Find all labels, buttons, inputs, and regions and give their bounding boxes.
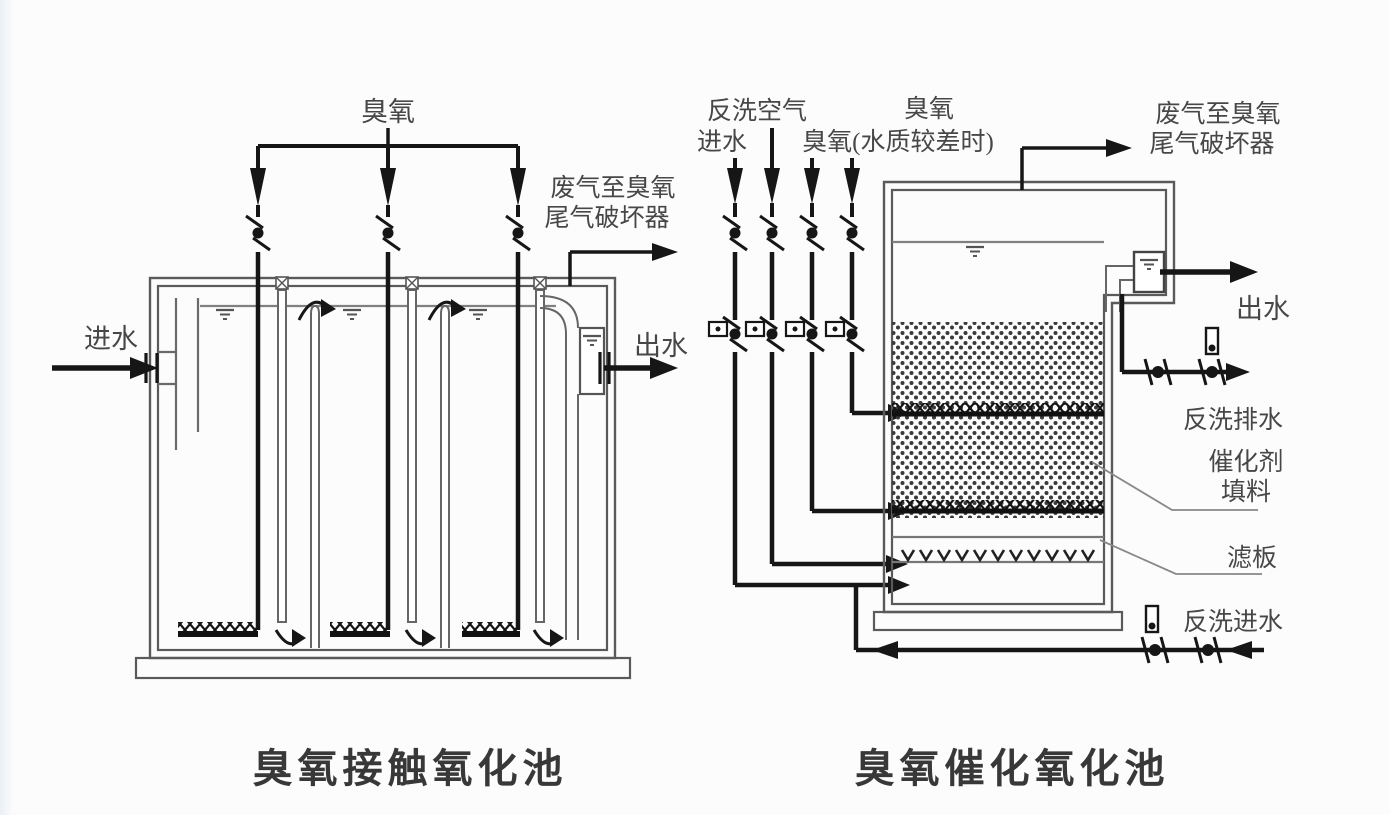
valve-icon [1197, 357, 1227, 387]
backwash-inlet-line [853, 585, 1264, 665]
contact-pool-title: 臭氧接触氧化池 [253, 746, 568, 791]
catalytic-offgas-label-line2: 尾气破坏器 [1149, 130, 1274, 158]
offgas-label-line2: 尾气破坏器 [544, 204, 669, 232]
down-arrow-icon [844, 168, 860, 204]
inlet-feed-label: 进水 [697, 128, 747, 156]
down-arrow-icon [380, 168, 396, 206]
flow-under-baffle-arrow [404, 627, 438, 649]
down-arrow-icon [727, 168, 743, 204]
catalytic-offgas-line [1020, 139, 1132, 190]
down-arrow-icon [764, 168, 780, 204]
catalytic-oxidation-pool-diagram: 反洗空气 臭氧 进水 臭氧(水质较差时) [697, 95, 1290, 791]
contact-tank-water-surface [200, 304, 556, 321]
contact-inlet-pipe [52, 353, 159, 383]
offgas-arrow-icon [1106, 139, 1132, 157]
water-level-icon [214, 308, 236, 321]
contact-tank-shell [134, 276, 632, 680]
ozone-feed-header [256, 128, 520, 170]
flow-meter-icon [824, 320, 846, 338]
backwash-air-label: 反洗空气 [707, 97, 807, 125]
catalytic-tank-base-slab [872, 610, 1124, 632]
valve-icon [721, 214, 749, 252]
valve-icon [1143, 357, 1173, 387]
drain-arrow-icon [1226, 363, 1250, 381]
valve-icon [504, 214, 532, 252]
backwash-arrow-icon [1226, 641, 1252, 659]
backwash-arrow-icon [872, 641, 898, 659]
flow-under-baffle-arrow [532, 627, 566, 649]
valve-icon [374, 214, 402, 252]
backwash-drain-line [1119, 294, 1250, 387]
catalytic-outlet-label: 出水 [1236, 294, 1290, 324]
catalytic-outlet-structure [1105, 250, 1258, 312]
catalyst-label-line1: 催化剂 [1208, 448, 1283, 476]
flow-meter-icon [744, 320, 766, 338]
catalytic-tank-water-surface [892, 240, 1104, 258]
outlet-weir-box [1132, 250, 1166, 294]
offgas-label-line1: 废气至臭氧 [550, 174, 675, 202]
valve-icon [838, 214, 866, 252]
valve-icon [1140, 635, 1170, 665]
flow-meter-icon [707, 320, 729, 338]
instrument-icon [1144, 604, 1160, 634]
feed-pipes [707, 128, 910, 594]
down-arrow-icon [250, 168, 266, 206]
pipe-arrow-icon [888, 576, 910, 594]
outlet-arrow-icon [1230, 261, 1258, 283]
water-level-icon [964, 245, 986, 258]
filter-plate-label: 滤板 [1227, 544, 1277, 572]
valve-icon [1193, 635, 1223, 665]
contact-oxidation-pool-diagram: 进水 出水 废气至臭氧 尾气破坏器 臭氧 [52, 97, 688, 791]
inlet-downcomer-channel [158, 298, 200, 450]
leader-lines [1091, 461, 1262, 575]
flow-under-baffle-arrow [274, 627, 308, 649]
ozone-poor-water-label: 臭氧(水质较差时) [802, 128, 994, 156]
baffle-anchor-icon [405, 276, 419, 290]
filter-plate [892, 535, 1104, 564]
catalytic-pool-title: 臭氧催化氧化池 [855, 746, 1170, 791]
instrument-icon [1204, 326, 1220, 356]
valve-icon [244, 214, 272, 252]
down-arrow-icon [804, 168, 820, 204]
contact-offgas-line [568, 243, 678, 286]
contact-tank-base-slab [134, 656, 632, 680]
outlet-arrow-icon [650, 357, 678, 379]
weir-walls [310, 304, 450, 648]
hanging-baffles [275, 276, 547, 623]
contact-outlet-pipe [598, 352, 678, 384]
catalytic-offgas-label-line1: 废气至臭氧 [1155, 100, 1280, 128]
catalyst-bed [892, 322, 1104, 518]
ozone-diffusers [178, 622, 520, 637]
ozone-drop-pipes [244, 168, 532, 630]
scan-edge-tint [0, 0, 14, 815]
inlet-label: 进水 [84, 324, 138, 354]
outlet-label: 出水 [634, 331, 688, 361]
baffle-anchor-icon [533, 276, 547, 290]
water-level-icon [341, 308, 363, 321]
ozone-poor-water-label-top: 臭氧 [904, 95, 954, 123]
flow-meter-icon [784, 320, 806, 338]
catalyst-label-line2: 填料 [1221, 478, 1271, 506]
pipe-arrow-icon [886, 555, 908, 573]
baffle-anchor-icon [275, 276, 289, 290]
valve-icon [798, 214, 826, 252]
catalytic-tank-shell [872, 180, 1176, 632]
outlet-channel [539, 295, 606, 640]
ozone-label: 臭氧 [361, 97, 415, 127]
inlet-arrow-icon [130, 357, 158, 379]
backwash-inlet-label: 反洗进水 [1183, 608, 1283, 636]
valve-icon [758, 214, 786, 252]
down-arrow-icon [510, 168, 526, 206]
offgas-arrow-icon [652, 243, 678, 261]
feed-pipe-inlet [707, 158, 910, 594]
water-level-icon [467, 308, 489, 321]
backwash-drain-label: 反洗排水 [1183, 406, 1283, 434]
